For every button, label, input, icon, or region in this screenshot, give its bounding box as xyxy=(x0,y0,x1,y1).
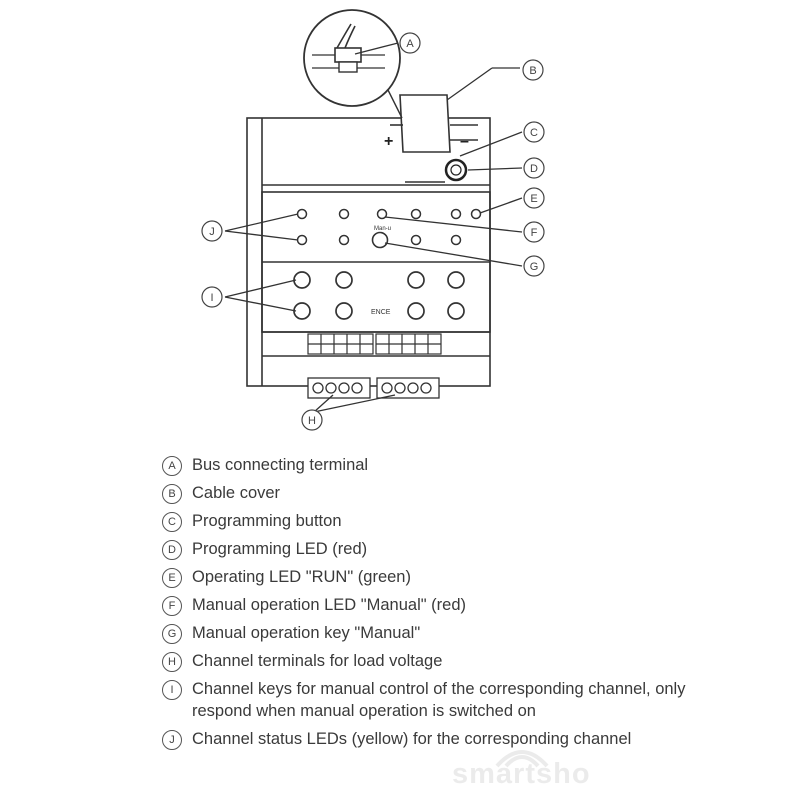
legend-letter: H xyxy=(162,652,182,672)
legend-letter: I xyxy=(162,680,182,700)
legend-text: Channel terminals for load voltage xyxy=(192,652,443,670)
legend-letter: C xyxy=(162,512,182,532)
callout-a: A xyxy=(399,32,421,54)
terminal-strip xyxy=(307,333,442,355)
callout-i: I xyxy=(201,286,223,308)
svg-text:I: I xyxy=(210,292,213,304)
svg-text:C: C xyxy=(530,127,538,139)
programming-led xyxy=(444,158,468,182)
device-diagram: + – Man-u ENCE xyxy=(201,9,545,431)
svg-text:H: H xyxy=(308,415,316,427)
legend-letter: F xyxy=(162,596,182,616)
legend-letter: G xyxy=(162,624,182,644)
legend-item-j: J Channel status LEDs (yellow) for the co… xyxy=(160,728,720,750)
svg-text:B: B xyxy=(529,65,536,77)
legend-text: Channel keys for manual control of the c… xyxy=(192,680,686,720)
callout-d: D xyxy=(523,157,545,179)
legend-item-a: A Bus connecting terminal xyxy=(160,454,720,476)
svg-text:A: A xyxy=(406,38,414,50)
manual-operation-key xyxy=(371,231,389,249)
legend-item-c: C Programming button xyxy=(160,510,720,532)
legend-text: Cable cover xyxy=(192,484,281,502)
plus-sign: + xyxy=(384,133,393,150)
legend-text: Manual operation key "Manual" xyxy=(192,624,421,642)
minus-sign: – xyxy=(460,133,469,150)
callout-b: B xyxy=(522,59,544,81)
manual-key-label: Man-u xyxy=(374,226,391,232)
legend-item-h: H Channel terminals for load voltage xyxy=(160,650,720,672)
small-key-label: ENCE xyxy=(371,309,391,316)
svg-text:D: D xyxy=(530,163,538,175)
legend-letter: D xyxy=(162,540,182,560)
legend-letter: A xyxy=(162,456,182,476)
callout-c: C xyxy=(523,121,545,143)
channel-keys xyxy=(293,271,465,320)
callout-e: E xyxy=(523,187,545,209)
legend-text: Manual operation LED "Manual" (red) xyxy=(192,596,467,614)
legend-text: Channel status LEDs (yellow) for the cor… xyxy=(192,730,632,748)
svg-text:G: G xyxy=(530,261,539,273)
cable-cover xyxy=(390,94,478,153)
legend-letter: B xyxy=(162,484,182,504)
svg-text:J: J xyxy=(209,226,215,238)
channel-terminals xyxy=(307,377,440,399)
callout-h: H xyxy=(301,409,323,431)
callout-f: F xyxy=(523,221,545,243)
legend-letter: E xyxy=(162,568,182,588)
legend-text: Bus connecting terminal xyxy=(192,456,369,474)
legend-item-f: F Manual operation LED "Manual" (red) xyxy=(160,594,720,616)
callout-j: J xyxy=(201,220,223,242)
svg-text:E: E xyxy=(530,193,537,205)
watermark-logo: smartsho xyxy=(452,738,612,798)
legend-text: Programming LED (red) xyxy=(192,540,368,558)
svg-text:F: F xyxy=(531,227,538,239)
watermark-text: smartsho xyxy=(452,758,591,790)
legend-text: Programming button xyxy=(192,512,342,530)
legend-item-b: B Cable cover xyxy=(160,482,720,504)
legend-letter: J xyxy=(162,730,182,750)
legend-item-e: E Operating LED "RUN" (green) xyxy=(160,566,720,588)
legend-item-i: I Channel keys for manual control of the … xyxy=(160,678,720,722)
legend-item-d: D Programming LED (red) xyxy=(160,538,720,560)
legend-item-g: G Manual operation key "Manual" xyxy=(160,622,720,644)
bus-terminal-zoom xyxy=(303,9,403,119)
channel-status-leds xyxy=(296,208,482,246)
callout-g: G xyxy=(523,255,545,277)
legend-text: Operating LED "RUN" (green) xyxy=(192,568,411,586)
wifi-icon xyxy=(495,750,549,768)
